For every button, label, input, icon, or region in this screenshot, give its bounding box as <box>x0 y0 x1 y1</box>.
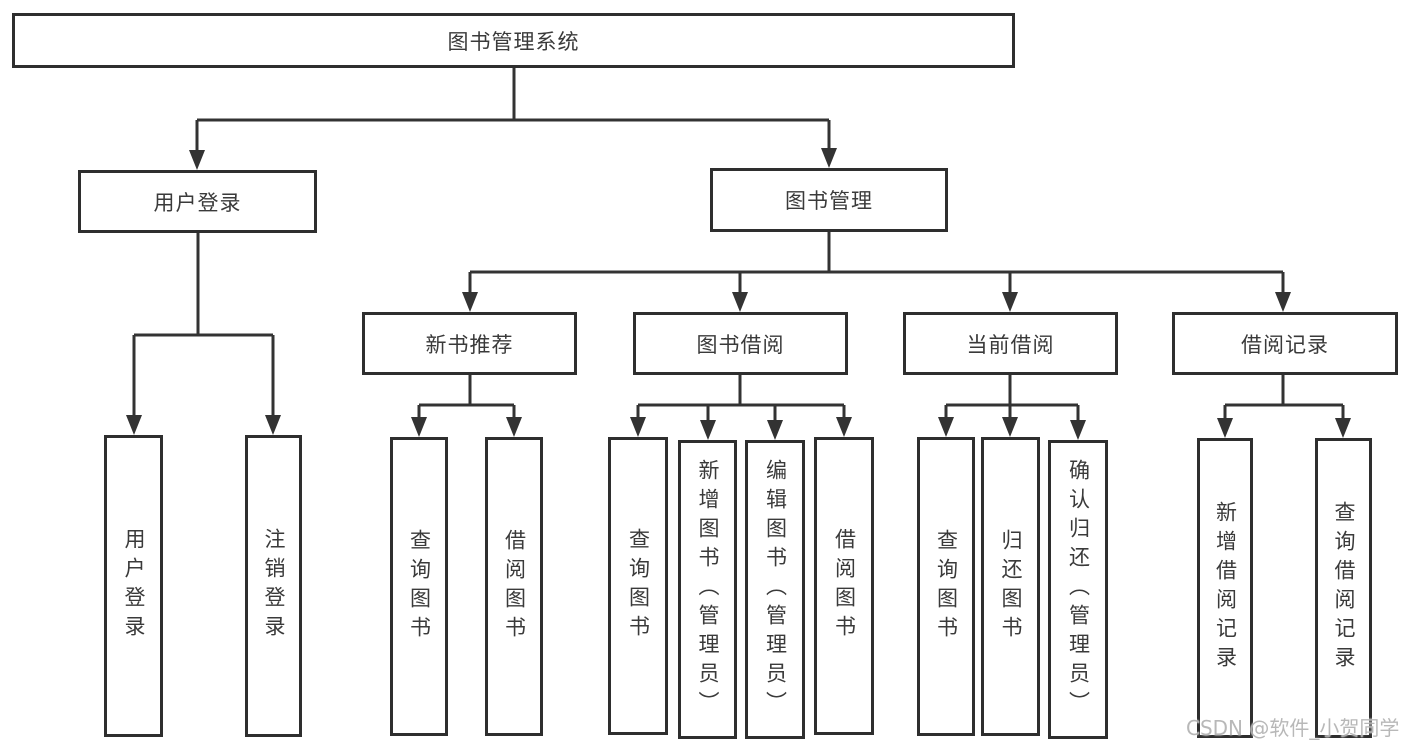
node-label: 借阅图书 <box>832 528 857 644</box>
node-label: 借阅记录 <box>1241 332 1329 357</box>
node-label: 图书管理 <box>785 189 873 213</box>
leaf-query-books-borrowing: 查询图书 <box>608 437 668 735</box>
node-label: 查询借阅记录 <box>1332 501 1356 675</box>
leaf-edit-books-admin: 编辑图书（管理员） <box>745 440 805 739</box>
node-current-borrowing: 当前借阅 <box>903 312 1118 375</box>
node-label: 用户登录 <box>122 528 146 644</box>
node-user-login: 用户登录 <box>78 170 317 233</box>
leaf-add-borrowing-record: 新增借阅记录 <box>1197 438 1253 738</box>
node-book-borrowing: 图书借阅 <box>633 312 848 375</box>
node-label: 查询图书 <box>407 528 432 645</box>
csdn-watermark: CSDN @软件_小贺同学 <box>1186 716 1400 740</box>
node-label: 图书管理系统 <box>447 29 580 54</box>
node-label: 查询图书 <box>934 528 959 645</box>
node-library-system: 图书管理系统 <box>12 13 1015 68</box>
node-label: 查询图书 <box>626 528 651 644</box>
node-label: 新书推荐 <box>425 332 514 357</box>
node-label: 归还图书 <box>999 528 1023 645</box>
leaf-add-books-admin: 新增图书（管理员） <box>678 440 737 739</box>
node-label: 借阅图书 <box>502 528 527 645</box>
leaf-borrow-books-borrowing: 借阅图书 <box>814 437 874 735</box>
node-new-book-recommendation: 新书推荐 <box>362 312 577 375</box>
leaf-logout: 注销登录 <box>245 435 302 737</box>
node-label: 图书借阅 <box>696 332 785 357</box>
node-label: 确认归还（管理员） <box>1066 459 1091 720</box>
node-label: 注销登录 <box>262 528 286 644</box>
node-book-management: 图书管理 <box>710 168 948 232</box>
node-label: 新增借阅记录 <box>1213 501 1238 675</box>
node-label: 当前借阅 <box>966 332 1055 357</box>
leaf-return-books: 归还图书 <box>981 437 1040 736</box>
leaf-borrow-books-recommendation: 借阅图书 <box>485 437 543 736</box>
leaf-confirm-return-admin: 确认归还（管理员） <box>1048 440 1108 739</box>
node-label: 编辑图书（管理员） <box>763 459 788 720</box>
leaf-query-books-current: 查询图书 <box>917 437 975 736</box>
node-borrowing-records: 借阅记录 <box>1172 312 1398 375</box>
arrowheads <box>126 148 1351 440</box>
leaf-query-borrowing-record: 查询借阅记录 <box>1315 438 1372 738</box>
leaf-query-books-recommendation: 查询图书 <box>390 437 448 736</box>
leaf-user-login: 用户登录 <box>104 435 163 737</box>
node-label: 用户登录 <box>153 190 242 215</box>
node-label: 新增图书（管理员） <box>696 459 720 720</box>
